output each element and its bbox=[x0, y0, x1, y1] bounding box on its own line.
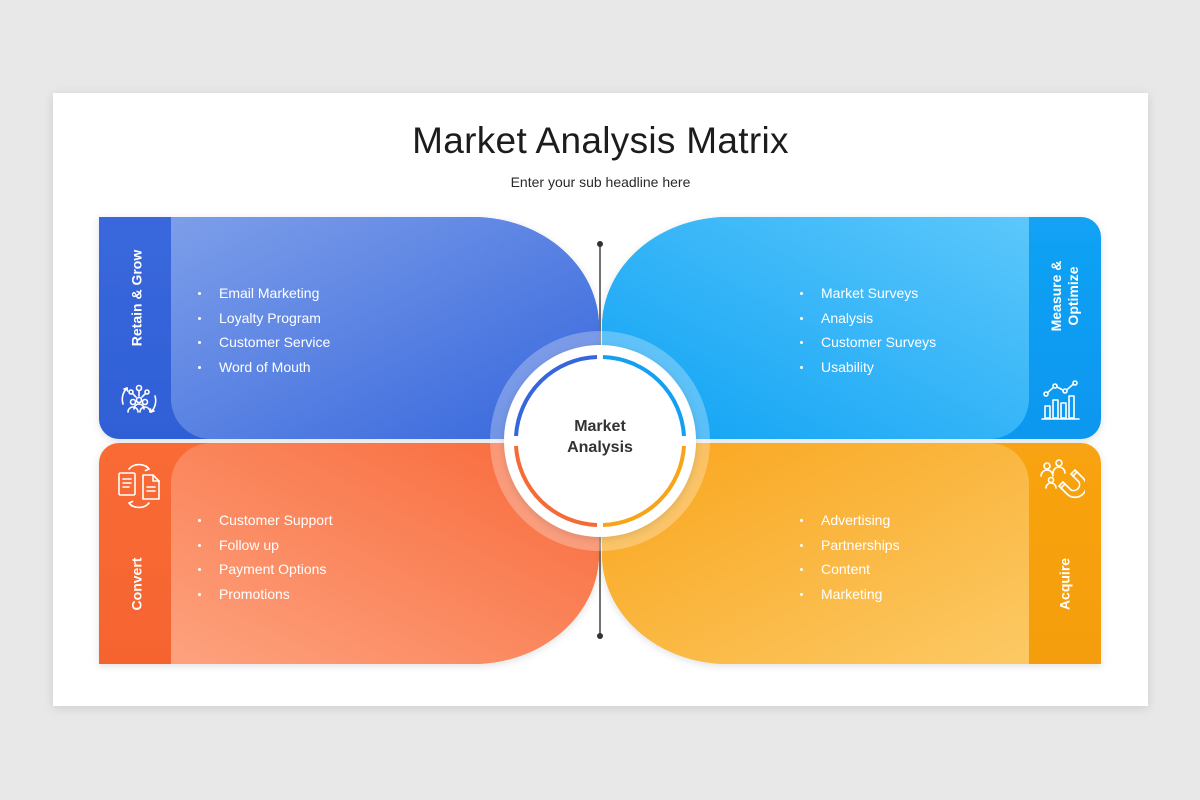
page-title: Market Analysis Matrix bbox=[412, 120, 789, 161]
list-item: Loyalty Program bbox=[197, 306, 437, 331]
quadrant-convert bbox=[99, 443, 599, 664]
list-item: Customer Surveys bbox=[799, 330, 1039, 355]
convert-list: Customer Support Follow up Payment Optio… bbox=[197, 508, 437, 607]
list-item: Promotions bbox=[197, 582, 437, 607]
center-hub bbox=[490, 331, 710, 551]
center-label-line2: Analysis bbox=[567, 439, 633, 456]
list-item: Customer Support bbox=[197, 508, 437, 533]
magnet-people-icon bbox=[1040, 459, 1085, 499]
list-item: Market Surveys bbox=[799, 281, 1039, 306]
center-label-line1: Market bbox=[574, 418, 626, 435]
slide: Market Analysis Matrix Enter your sub he… bbox=[53, 93, 1148, 706]
label-measure-line2: Optimize bbox=[1065, 266, 1081, 326]
list-item: Marketing bbox=[799, 582, 1039, 607]
retain-grow-list: Email Marketing Loyalty Program Customer… bbox=[197, 281, 437, 380]
label-retain-grow: Retain & Grow bbox=[128, 249, 145, 347]
list-item: Usability bbox=[799, 355, 1039, 380]
center-label: Market Analysis bbox=[550, 416, 650, 458]
label-measure-optimize: Measure & Optimize bbox=[1048, 261, 1082, 332]
list-item: Follow up bbox=[197, 533, 437, 558]
label-measure-line1: Measure & bbox=[1048, 260, 1064, 332]
quadrant-measure-optimize bbox=[602, 217, 1101, 439]
matrix-diagram bbox=[99, 217, 1101, 664]
quadrant-acquire bbox=[602, 443, 1101, 664]
list-item: Payment Options bbox=[197, 557, 437, 582]
quadrant-retain-grow bbox=[99, 217, 599, 439]
team-network-icon bbox=[121, 384, 157, 414]
list-item: Customer Service bbox=[197, 330, 437, 355]
list-item: Analysis bbox=[799, 306, 1039, 331]
acquire-list: Advertising Partnerships Content Marketi… bbox=[799, 508, 1039, 607]
list-item: Email Marketing bbox=[197, 281, 437, 306]
measure-optimize-list: Market Surveys Analysis Customer Surveys… bbox=[799, 281, 1039, 380]
list-item: Word of Mouth bbox=[197, 355, 437, 380]
list-item: Partnerships bbox=[799, 533, 1039, 558]
list-item: Advertising bbox=[799, 508, 1039, 533]
page-subtitle: Enter your sub headline here bbox=[510, 174, 691, 190]
label-acquire: Acquire bbox=[1056, 557, 1073, 611]
list-item: Content bbox=[799, 557, 1039, 582]
label-convert: Convert bbox=[128, 557, 145, 611]
document-exchange-icon bbox=[118, 463, 160, 509]
growth-chart-icon bbox=[1041, 380, 1080, 420]
